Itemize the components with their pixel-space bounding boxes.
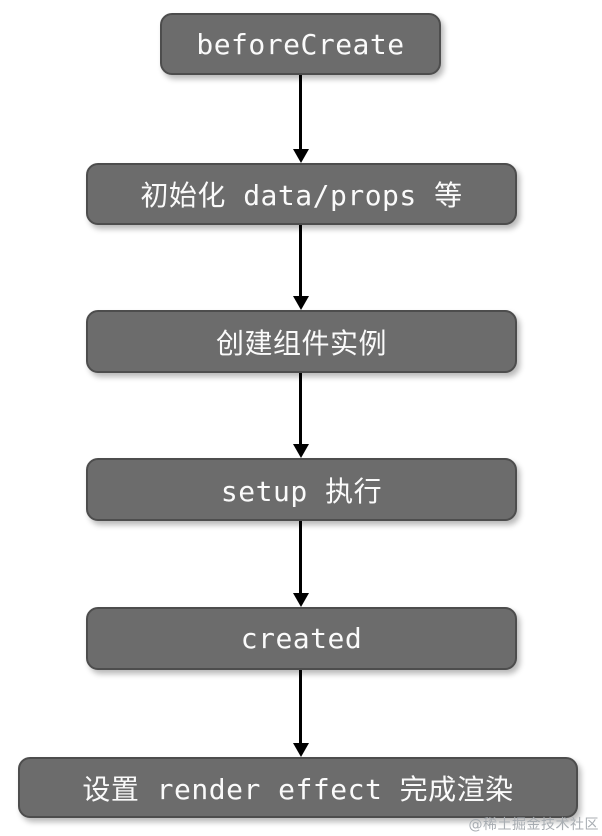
arrow-shaft [299,521,302,593]
flow-node-beforecreate: beforeCreate [160,13,441,75]
arrowhead-down-icon [292,296,309,310]
node-label: 创建组件实例 [215,326,387,360]
arrow-connector [292,670,309,757]
arrow-shaft [299,373,302,444]
arrow-shaft [299,225,302,296]
flow-node-create-instance: 创建组件实例 [86,310,517,373]
arrowhead-down-icon [292,743,309,757]
arrowhead-down-icon [292,444,309,458]
watermark: @稀土掘金技术社区 [468,817,599,833]
arrow-connector [292,521,309,607]
arrowhead-down-icon [292,593,309,607]
node-label: beforeCreate [196,27,405,61]
arrowhead-down-icon [292,149,309,163]
flow-node-setup-run: setup 执行 [86,458,517,521]
arrow-shaft [299,670,302,743]
arrow-connector [292,373,309,458]
arrow-shaft [299,75,302,149]
arrow-connector [292,225,309,310]
flow-node-render-effect: 设置 render effect 完成渲染 [18,757,578,818]
node-label: 初始化 data/props 等 [140,179,463,212]
flow-node-created: created [86,607,517,670]
node-label: 设置 render effect 完成渲染 [82,772,514,806]
node-label: created [240,622,363,655]
flow-node-init-data-props: 初始化 data/props 等 [86,163,517,225]
arrow-connector [292,75,309,163]
node-label: setup 执行 [220,474,383,508]
